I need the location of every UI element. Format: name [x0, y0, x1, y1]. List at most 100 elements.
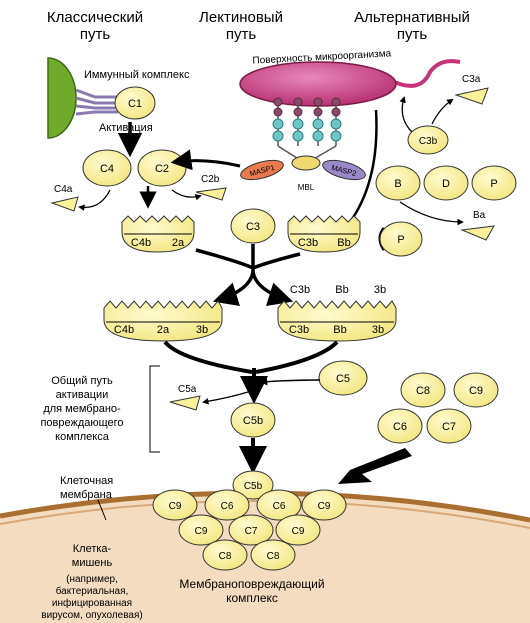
c5b-label: C5b [243, 415, 263, 427]
header-lectin-line2: путь [226, 26, 256, 43]
common-path-line3: для мембрано- [43, 403, 121, 415]
header-classic-line2: путь [80, 26, 110, 43]
assembly-big-arrow [338, 448, 412, 484]
b-to-ba-arrow [399, 201, 464, 226]
mac-row3-c8a-label: C8 [219, 551, 232, 562]
c4b2a3b-3b-label: 3b [196, 324, 208, 336]
mac-label-line2: комплекс [226, 591, 278, 605]
cell-membrane-line1: Клеточная [60, 475, 113, 487]
c3bbb-to-split-arrow [252, 252, 301, 270]
mac-row1-c6b: C6 [256, 489, 302, 521]
target-cell-line3: (например, [66, 574, 118, 585]
c4a-release-arrow [78, 189, 111, 211]
c3b-to-c3a-arrow [431, 98, 454, 125]
c2-label: C2 [155, 163, 169, 175]
c8-free-component: C8 [400, 372, 446, 408]
c4b2a-to-split-arrow [195, 248, 254, 270]
mbl-masp-complex: MASP1 MASP2 MBL [240, 97, 366, 192]
p-label: P [490, 178, 497, 190]
microbe-to-c3bbb-line [348, 109, 378, 223]
alt-conv-to-c5-line [255, 340, 339, 374]
c5a-label: C5a [178, 384, 197, 395]
p-bound-component: P [379, 221, 423, 257]
c7-free-label: C7 [442, 421, 456, 433]
p-bound-label: P [397, 234, 404, 246]
mac-row3-c8b: C8 [250, 539, 296, 571]
header-alternative-line2: путь [397, 26, 427, 43]
c8-free-label: C8 [416, 385, 430, 397]
mac-c5b-label: C5b [244, 481, 263, 492]
c9-free-component: C9 [453, 372, 499, 408]
d-label: D [442, 178, 450, 190]
c2-component: C2 [137, 149, 187, 187]
c3a-label: C3a [462, 74, 481, 85]
c5a-fragment [169, 395, 201, 411]
c3bbb3b-complex: C3b Bb 3b [277, 300, 397, 342]
c5-component: C5 [318, 360, 368, 396]
c3-label: C3 [246, 221, 260, 233]
c4b2a3b-complex: C4b 2a 3b [103, 300, 223, 342]
mac-row2-c7-label: C7 [245, 526, 258, 537]
mac-row3-c8b-label: C8 [267, 551, 280, 562]
mac-row2-c9a: C9 [178, 514, 224, 546]
c7-free-component: C7 [426, 408, 472, 444]
target-cell-line1: Клетка- [73, 543, 112, 555]
common-path-line1: Общий путь [51, 375, 113, 387]
mac-row3-c8a: C8 [202, 539, 248, 571]
c4b2a-complex: C4b 2a [121, 215, 195, 253]
c2b-release-arrow [171, 189, 202, 201]
c5a-release-arrow [202, 391, 249, 405]
c4-label: C4 [100, 163, 114, 175]
c3bbb3b-bb-label: Bb [333, 324, 346, 336]
header-lectin: Лектиновый путь [199, 9, 283, 43]
c1-component: C1 [114, 86, 156, 120]
alt-top-3b-label: 3b [374, 284, 386, 296]
b-component: B [375, 165, 421, 201]
alt-top-c3b-label: C3b [290, 284, 310, 296]
alt-top-bb-label: Bb [335, 284, 348, 296]
common-path-line5: комплекса [55, 431, 110, 443]
mac-row2-c9b-label: C9 [292, 526, 305, 537]
c4-component: C4 [82, 149, 132, 187]
common-path-line2: активации [56, 389, 109, 401]
common-path-bracket [149, 365, 160, 453]
p-component: P [471, 165, 517, 201]
header-classic: Классический путь [47, 9, 143, 43]
c3a-fragment [454, 87, 489, 105]
c4a-fragment [50, 196, 79, 212]
cell-membrane-line2: мембрана [60, 489, 113, 501]
common-path-line4: повреждающего [40, 417, 123, 429]
mac-row1-c9a-label: C9 [169, 501, 182, 512]
c3b-alt-component: C3b [407, 125, 449, 155]
c1-label: C1 [128, 98, 142, 110]
mac-row2-c9b: C9 [275, 514, 321, 546]
split-to-c5conv-alt-arrow [251, 271, 294, 306]
target-cell-line6: вирусом, опухолевая) [41, 610, 142, 621]
c3bbb-complex: C3b Bb [287, 215, 361, 253]
mac-row2-c7: C7 [228, 514, 274, 546]
ba-label: Ba [473, 210, 486, 221]
c6-free-component: C6 [377, 408, 423, 444]
c5-label: C5 [336, 373, 350, 385]
mac-row1-c9a: C9 [152, 489, 198, 521]
mac-row1-c9b: C9 [301, 489, 347, 521]
c3bbb-c3b-label: C3b [298, 237, 318, 249]
masp-to-c4c2-arrow [170, 149, 241, 171]
split-to-c5conv-classic-arrow [212, 271, 255, 306]
header-alternative-line1: Альтернативный [354, 9, 470, 26]
c4b2a-c4b-label: C4b [131, 237, 151, 249]
target-cell-label: Клетка- мишень (например, бактериальная,… [41, 543, 142, 621]
antigen-cell [47, 57, 77, 139]
c2b-label: C2b [201, 174, 220, 185]
c4b2a3b-c4b-label: C4b [114, 324, 134, 336]
mac-row1-c9b-label: C9 [318, 501, 331, 512]
mac-cluster: C5b C9 C6 C6 C9 C9 C7 C9 [152, 470, 347, 571]
c9-free-label: C9 [469, 385, 483, 397]
mac-c5b: C5b [232, 470, 274, 500]
target-cell-line2: мишень [72, 557, 113, 569]
ba-fragment [460, 225, 495, 241]
c3-component: C3 [230, 208, 276, 244]
b-label: B [394, 178, 401, 190]
